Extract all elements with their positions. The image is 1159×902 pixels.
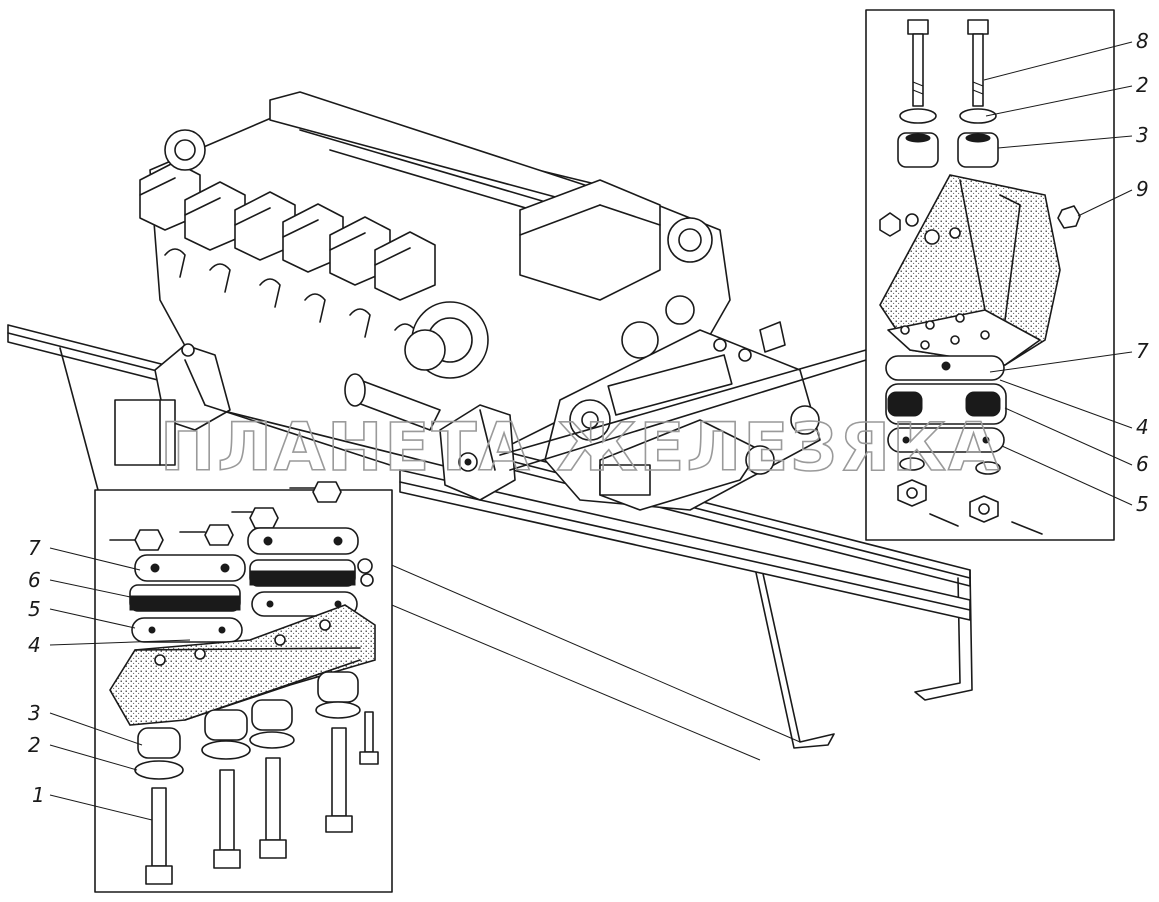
callout-9-right: 9 (1136, 177, 1149, 201)
left-stack-a (129, 554, 246, 643)
left-inset-panel: 7 6 5 4 3 2 1 (28, 481, 393, 893)
engine-assembly (114, 91, 821, 511)
callout-2-left: 2 (28, 733, 41, 757)
gearbox (544, 321, 821, 511)
callout-3-right: 3 (1136, 123, 1149, 147)
right-mount-bracket (879, 174, 1061, 366)
callout-4-right: 4 (1136, 415, 1149, 439)
front-mount-bracket (114, 343, 231, 466)
watermark-text: ПЛАНЕТА ЖЕЛЕЗЯКА (160, 409, 1001, 486)
callout-8-right: 8 (1136, 29, 1149, 53)
left-mount-base (109, 604, 376, 726)
left-bolts (145, 711, 379, 885)
inset-leader-lines (59, 347, 867, 491)
callout-1-left: 1 (32, 783, 45, 807)
callout-5-right: 5 (1136, 492, 1149, 516)
exhaust-ports (164, 248, 416, 353)
left-stack-b (247, 527, 359, 617)
callout-5-left: 5 (28, 597, 41, 621)
right-nuts-bottom (897, 457, 1043, 535)
left-bushings (134, 671, 361, 780)
side-pulleys (164, 129, 713, 359)
turbocharger (344, 301, 489, 431)
right-washers-bushings-top (897, 108, 999, 168)
callout-4-left: 4 (28, 633, 41, 657)
left-pins-and-nuts (109, 481, 374, 587)
right-small-parts (879, 205, 1081, 237)
callout-6-left: 6 (28, 568, 41, 592)
right-bolts-top (907, 19, 989, 107)
right-inset-panel: 8 2 3 9 7 4 6 5 (865, 9, 1149, 541)
left-callout-leaders (49, 547, 191, 821)
rear-mount-bracket (439, 404, 516, 501)
cylinder-heads (139, 161, 436, 301)
callout-7-right: 7 (1136, 339, 1149, 363)
callout-3-left: 3 (28, 701, 41, 725)
callout-2-right: 2 (1136, 73, 1149, 97)
callout-7-left: 7 (28, 536, 41, 560)
right-callout-leaders (983, 41, 1133, 506)
right-pads-stack (885, 355, 1007, 453)
callout-6-right: 6 (1136, 452, 1149, 476)
